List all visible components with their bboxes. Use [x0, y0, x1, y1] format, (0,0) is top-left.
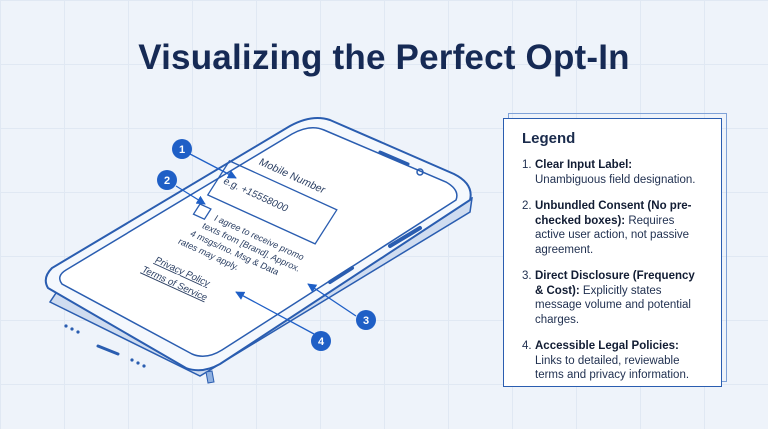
- callout-leader-3: [307, 283, 357, 317]
- speaker-holes: [64, 324, 146, 368]
- legend-item: 1.Clear Input Label: Unambiguous field de…: [522, 158, 705, 187]
- legend-item-title: Clear Input Label:: [535, 159, 633, 171]
- legend-item-text: Explicitly states message volume and pot…: [535, 284, 691, 326]
- legend-item-text: Requires active user action, not passive…: [535, 214, 690, 256]
- legend-heading: Legend: [522, 130, 576, 147]
- legend-item-number: 4.: [522, 340, 532, 352]
- charging-port: [96, 344, 120, 356]
- side-button: [328, 266, 354, 284]
- side-button: [388, 226, 422, 248]
- front-camera: [416, 168, 424, 176]
- legend-item: 4.Accessible Legal Policies: Links to det…: [522, 339, 705, 383]
- mobile-number-input[interactable]: [206, 160, 338, 245]
- legend-item-number: 1.: [522, 159, 532, 171]
- legend-item-number: 2.: [522, 200, 532, 212]
- page-title: Visualizing the Perfect Opt-In: [138, 38, 630, 77]
- svg-text:3: 3: [363, 315, 369, 327]
- svg-text:1: 1: [179, 144, 185, 156]
- callout-badge-1: 1: [172, 139, 192, 159]
- legend-list: 1.Clear Input Label: Unambiguous field de…: [522, 158, 705, 383]
- legend-item: 3.Direct Disclosure (Frequency & Cost): …: [522, 269, 705, 327]
- legend-item-number: 3.: [522, 270, 532, 282]
- legend-item-title: Accessible Legal Policies:: [535, 340, 679, 352]
- legend-panel: Legend 1.Clear Input Label: Unambiguous f…: [503, 118, 722, 387]
- legend-item-title: Direct Disclosure (Frequency & Cost):: [535, 270, 695, 297]
- legend-item-text: Links to detailed, reviewable terms and …: [535, 354, 690, 382]
- callout-leader-1: [189, 153, 237, 179]
- callout-badge-3: 3: [356, 310, 376, 330]
- legend-item: 2.Unbundled Consent (No pre-checked boxe…: [522, 199, 705, 257]
- callout-leader-2: [175, 185, 206, 205]
- svg-text:2: 2: [164, 175, 170, 187]
- callout-badge-2: 2: [157, 170, 177, 190]
- legend-item-title: Unbundled Consent (No pre-checked boxes)…: [535, 200, 692, 227]
- callout-badge-4: 4: [311, 331, 331, 351]
- callout-leader-4: [235, 291, 315, 335]
- phone-speaker: [378, 150, 410, 166]
- svg-text:4: 4: [318, 336, 325, 348]
- consent-checkbox[interactable]: [192, 203, 212, 221]
- legend-item-text: Unambiguous field designation.: [535, 173, 696, 186]
- phone-screen: [59, 127, 458, 357]
